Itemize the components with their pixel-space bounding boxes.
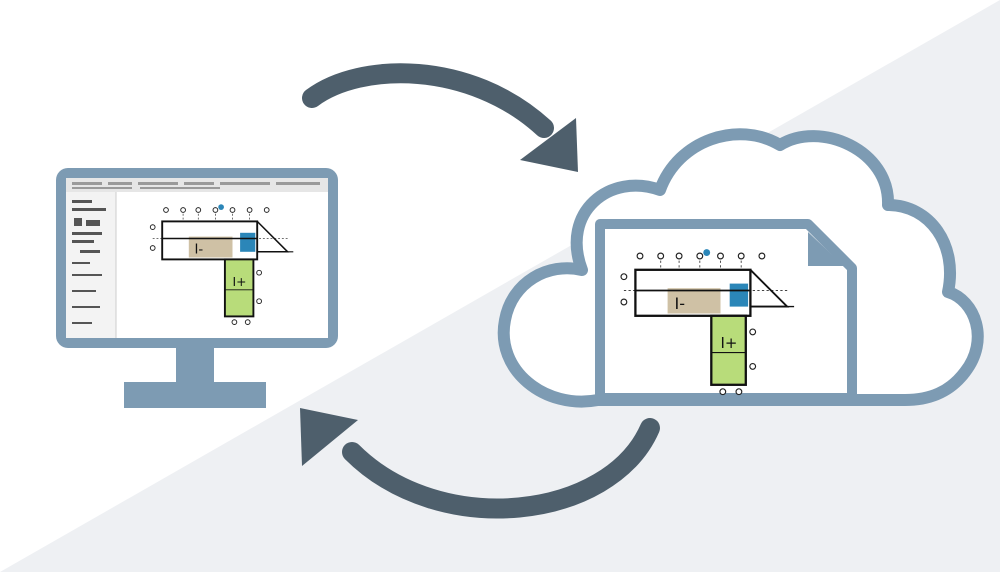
sync-arrow-icon xyxy=(300,408,660,519)
monitor-icon xyxy=(56,168,338,408)
monitor-sidebar xyxy=(66,192,116,338)
monitor-base xyxy=(124,382,266,408)
sync-arrow-icon xyxy=(302,63,578,172)
document-icon xyxy=(595,219,857,403)
monitor-neck xyxy=(176,348,214,382)
